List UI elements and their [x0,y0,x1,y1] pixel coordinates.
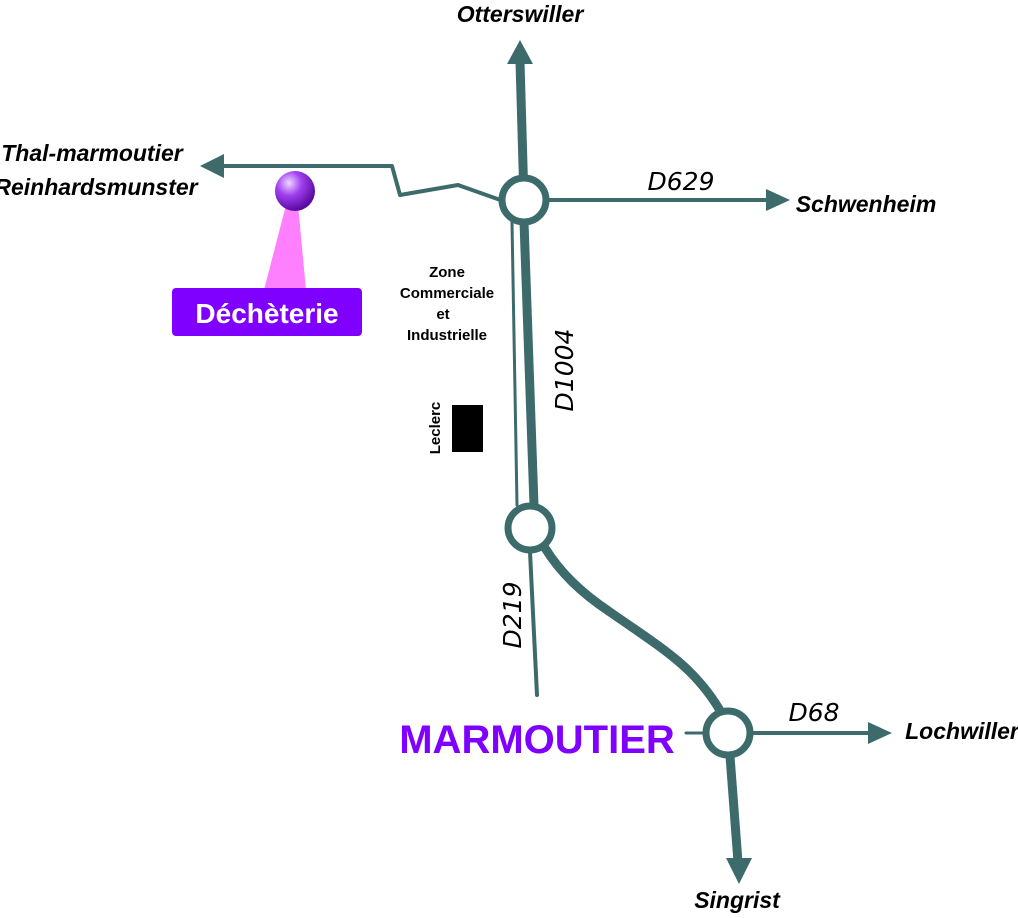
dechetterie-marker: Déchèterie [172,171,362,336]
pin-sphere-icon [275,171,315,211]
road-label-d68: D68 [788,698,839,727]
roundabout-icon [504,502,556,554]
road-west-thal [220,164,508,204]
roundabouts [498,174,754,759]
town-schwenheim: Schwenheim [796,191,937,217]
arrow-head-icon [200,154,224,178]
town-lochwiller: Lochwiller [905,718,1018,744]
town-singrist: Singrist [694,887,781,913]
dechetterie-label-box [172,288,362,336]
roundabout-icon [498,174,550,226]
arrow-head-icon [507,40,533,64]
road-south-singrist [725,751,743,867]
arrow-heads [200,40,892,884]
road-d219-frontage [510,220,519,507]
leclerc-label: Leclerc [427,402,444,455]
zone-line2: Commerciale [400,285,494,302]
road-network [220,57,876,867]
road-label-d1004: D1004 [550,329,579,412]
zone-line4: Industrielle [407,327,487,344]
marker-beam [264,205,306,290]
zone-line1: Zone [429,264,465,281]
road-label-d629: D629 [648,167,715,196]
leclerc-building [452,405,483,452]
town-reinhardsmunster: Reinhardsmunster [0,174,199,200]
road-d219-south [528,550,539,697]
roundabout-icon [702,707,754,759]
road-label-d219: D219 [498,582,527,649]
road-curve-south [540,543,727,719]
arrow-head-icon [868,722,892,744]
arrow-head-icon [726,858,752,884]
dechetterie-label: Déchèterie [195,298,338,329]
road-d1004 [519,217,539,510]
zone-line3: et [436,306,449,323]
zone-label: Zone Commerciale et Industrielle [400,264,494,344]
town-thal-marmoutier: Thal-marmoutier [1,140,184,166]
city-name: MARMOUTIER [399,718,675,762]
town-otterswiller: Otterswiller [457,1,585,27]
arrow-head-icon [766,189,790,211]
